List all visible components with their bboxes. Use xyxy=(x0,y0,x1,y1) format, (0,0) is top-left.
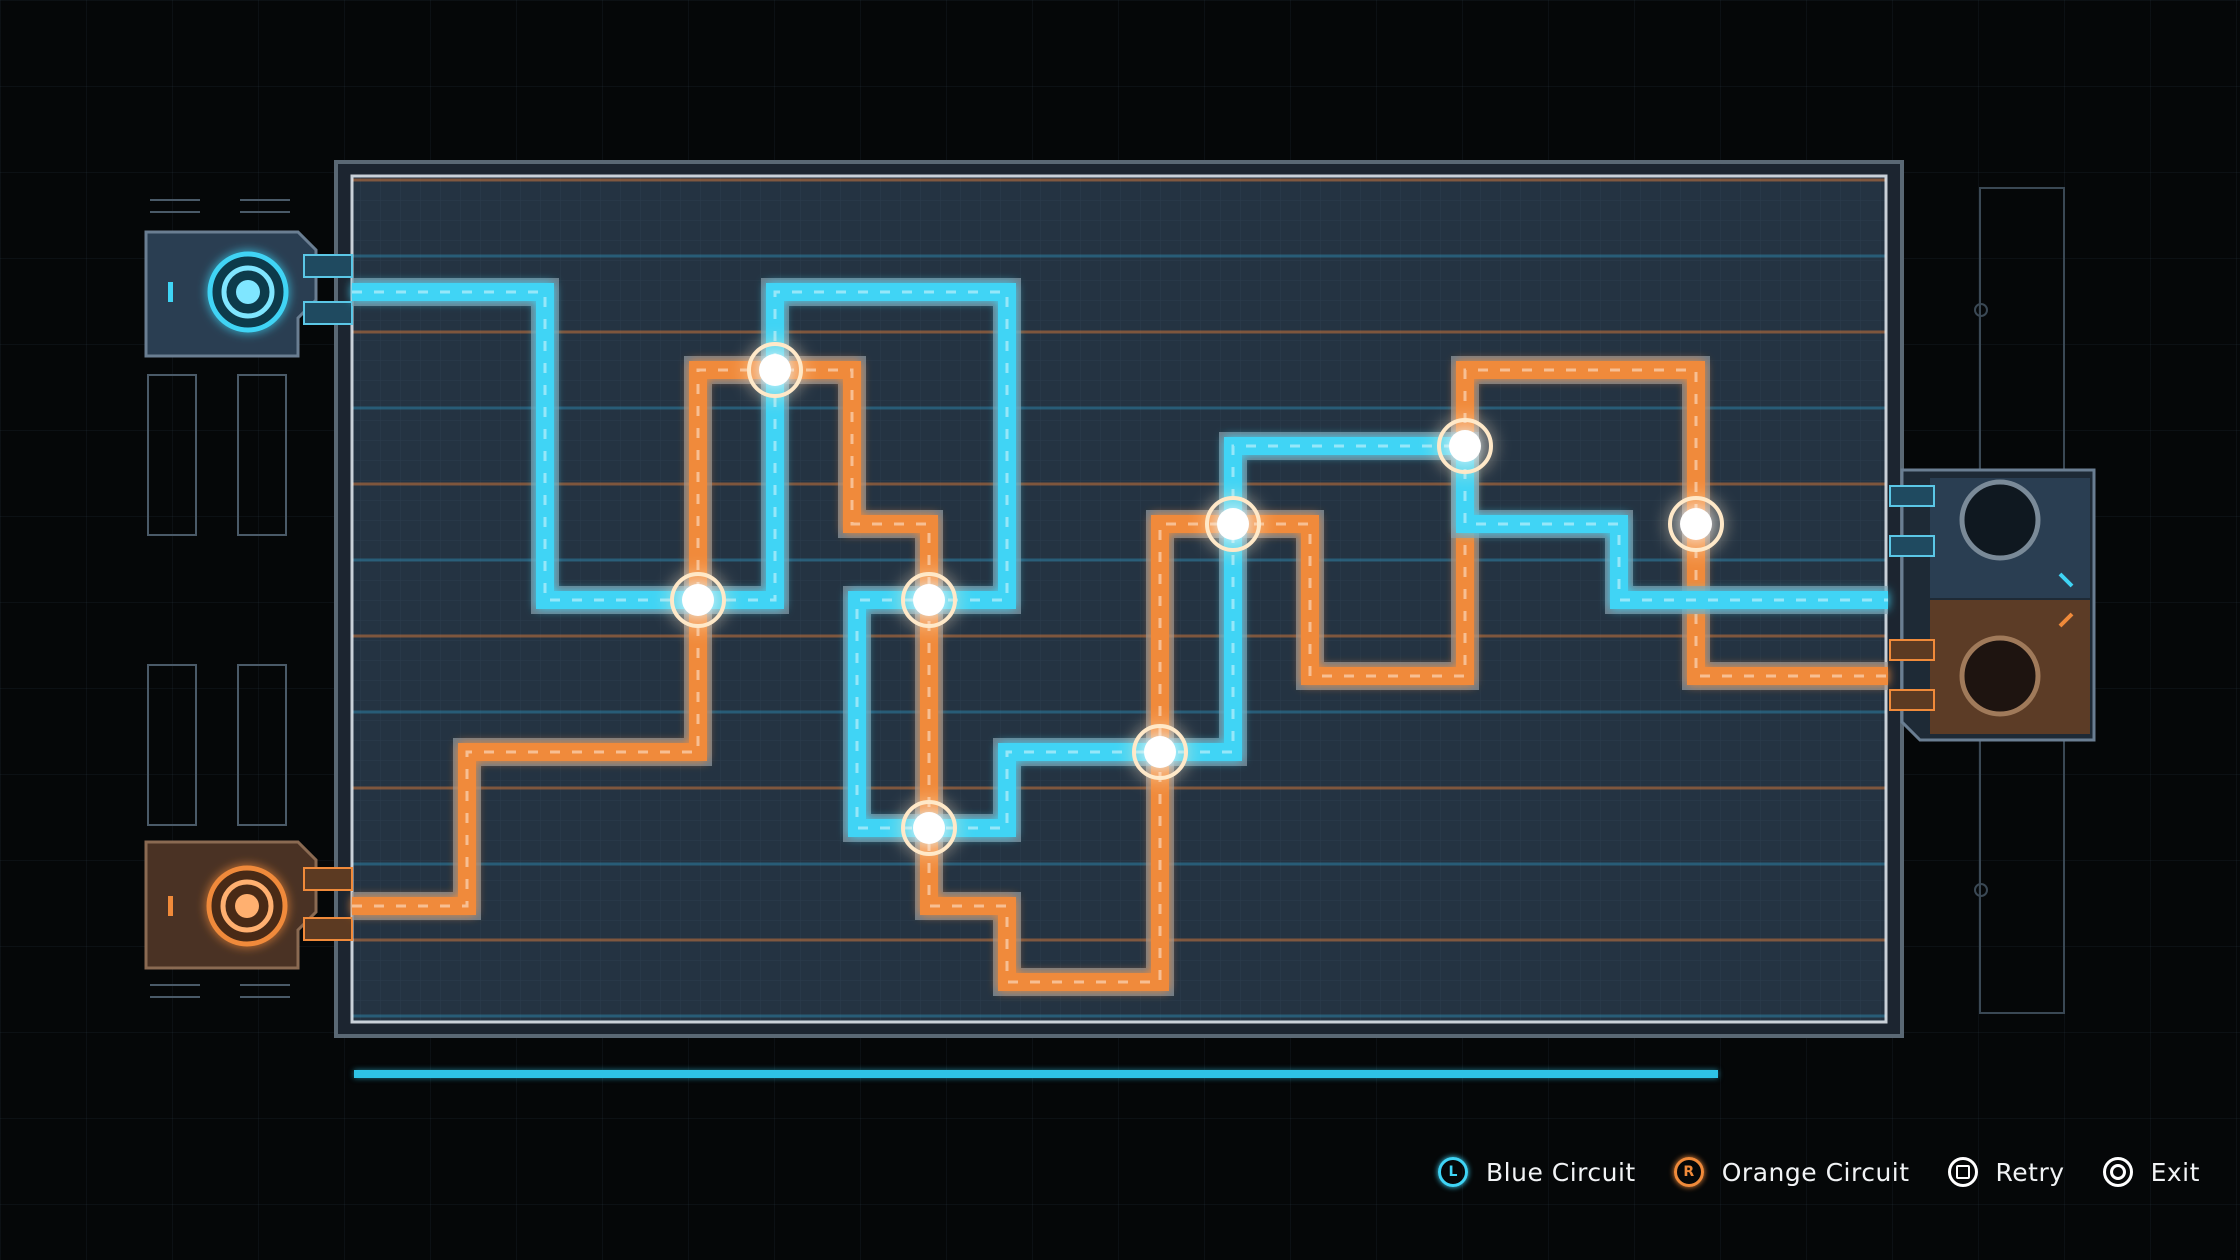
crossing-node xyxy=(1668,496,1724,552)
crossing-node xyxy=(1205,496,1261,552)
crossing-node xyxy=(901,572,957,628)
retry-label: Retry xyxy=(1995,1157,2065,1187)
crossing-node xyxy=(670,572,726,628)
blue-input-terminal xyxy=(144,230,353,358)
circuit-board xyxy=(334,160,1904,1038)
orange-input-terminal xyxy=(144,840,353,970)
control-legend: L Blue Circuit R Orange Circuit Retry Ex… xyxy=(1438,1150,2238,1194)
crossing-node xyxy=(1132,724,1188,780)
l-button-icon: L xyxy=(1438,1157,1468,1187)
r-button-icon: R xyxy=(1673,1157,1704,1187)
progress-bar xyxy=(354,1070,1719,1078)
square-button-icon xyxy=(1947,1157,1978,1187)
exit-control[interactable]: Exit xyxy=(2102,1157,2200,1187)
exit-label: Exit xyxy=(2150,1157,2200,1187)
blue-circuit-control[interactable]: L Blue Circuit xyxy=(1438,1157,1636,1187)
crossing-node xyxy=(747,342,803,398)
orange-circuit-label: Orange Circuit xyxy=(1721,1157,1910,1187)
crossing-node xyxy=(1437,418,1493,474)
orange-circuit-control[interactable]: R Orange Circuit xyxy=(1673,1157,1910,1187)
blue-circuit-label: Blue Circuit xyxy=(1486,1157,1636,1187)
crossing-node xyxy=(901,800,957,856)
circle-button-icon xyxy=(2102,1157,2133,1187)
left-side-decor xyxy=(147,199,290,998)
output-terminal xyxy=(1889,468,2096,742)
retry-control[interactable]: Retry xyxy=(1947,1157,2065,1187)
